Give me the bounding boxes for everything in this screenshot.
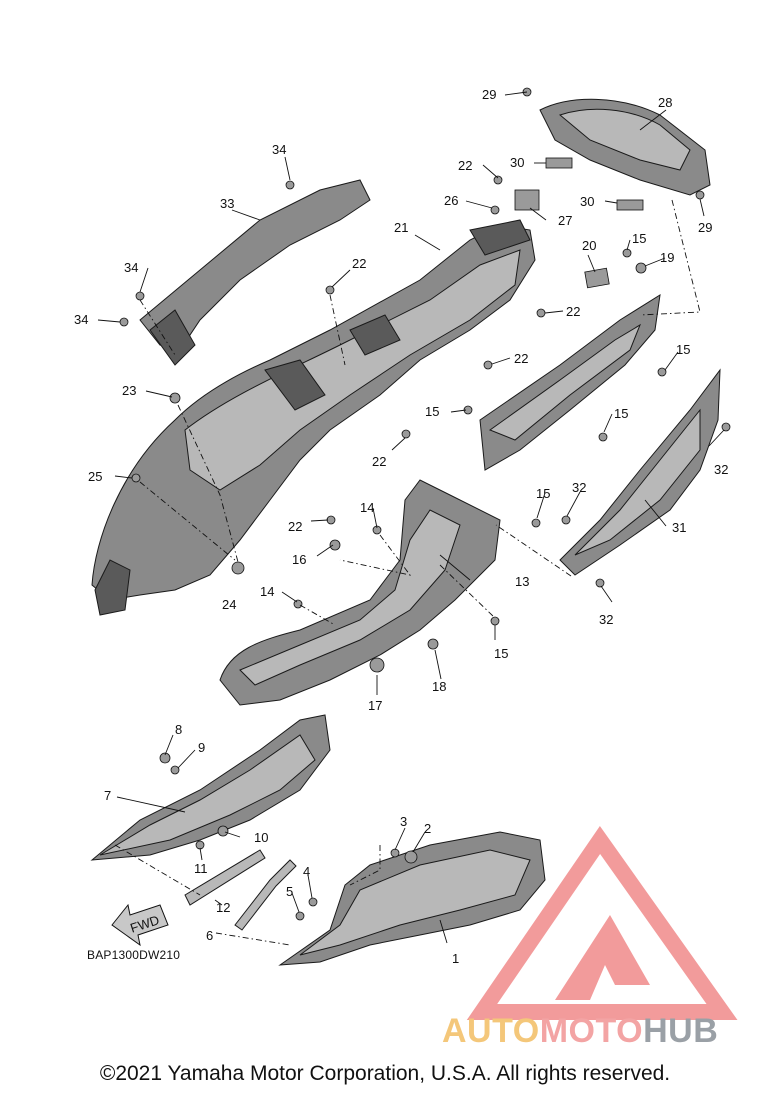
callout-18: 18 bbox=[432, 679, 446, 694]
callout-15: 15 bbox=[676, 342, 690, 357]
callout-25: 25 bbox=[88, 469, 102, 484]
callout-33: 33 bbox=[220, 196, 234, 211]
callout-4: 4 bbox=[303, 864, 310, 879]
callout-26: 26 bbox=[444, 193, 458, 208]
callout-34: 34 bbox=[124, 260, 138, 275]
leader-lines bbox=[97, 91, 725, 946]
callout-19: 19 bbox=[660, 250, 674, 265]
callout-23: 23 bbox=[122, 383, 136, 398]
callout-15: 15 bbox=[632, 231, 646, 246]
callout-22: 22 bbox=[372, 454, 386, 469]
fasteners bbox=[119, 87, 731, 921]
copyright-notice: ©2021 Yamaha Motor Corporation, U.S.A. A… bbox=[99, 1062, 671, 1085]
callout-28: 28 bbox=[658, 95, 672, 110]
callout-22: 22 bbox=[288, 519, 302, 534]
tail-cover-28 bbox=[539, 98, 711, 196]
callout-5: 5 bbox=[286, 884, 293, 899]
callout-22: 22 bbox=[514, 351, 528, 366]
diagram-code: BAP1300DW210 bbox=[87, 948, 181, 962]
callout-29: 29 bbox=[482, 87, 496, 102]
callout-14: 14 bbox=[360, 500, 374, 515]
callout-2: 2 bbox=[424, 821, 431, 836]
front-panel-7 bbox=[90, 714, 331, 861]
watermark-word-auto: AUTO bbox=[442, 1012, 540, 1050]
callout-labels: 29 28 30 30 29 22 26 27 34 33 21 22 34 3… bbox=[74, 87, 728, 966]
callout-22: 22 bbox=[566, 304, 580, 319]
watermark-logo bbox=[466, 826, 738, 1020]
trim-strips bbox=[184, 849, 297, 931]
callout-22: 22 bbox=[352, 256, 366, 271]
grab-bar-cover-33 bbox=[139, 179, 371, 366]
callout-24: 24 bbox=[222, 597, 236, 612]
callout-11: 11 bbox=[194, 861, 208, 876]
callout-32: 32 bbox=[599, 612, 613, 627]
callout-12: 12 bbox=[216, 900, 230, 915]
lower-cover-13 bbox=[219, 479, 501, 706]
callout-31: 31 bbox=[672, 520, 686, 535]
callout-22: 22 bbox=[458, 158, 472, 173]
callout-9: 9 bbox=[198, 740, 205, 755]
callout-14: 14 bbox=[260, 584, 274, 599]
callout-10: 10 bbox=[254, 830, 268, 845]
callout-8: 8 bbox=[175, 722, 182, 737]
callout-15: 15 bbox=[536, 486, 550, 501]
watermark-word-moto: MOTO bbox=[539, 1012, 644, 1050]
side-panel-31 bbox=[559, 368, 721, 576]
watermark-word-hub: HUB bbox=[643, 1012, 719, 1050]
side-rail-cover-19 bbox=[479, 294, 661, 471]
callout-7: 7 bbox=[104, 788, 111, 803]
side-cover-1 bbox=[278, 831, 546, 966]
callout-15: 15 bbox=[614, 406, 628, 421]
callout-27: 27 bbox=[558, 213, 572, 228]
callout-34: 34 bbox=[74, 312, 88, 327]
callout-3: 3 bbox=[400, 814, 407, 829]
callout-32: 32 bbox=[572, 480, 586, 495]
callout-1: 1 bbox=[452, 951, 459, 966]
watermark-wordmark: AUTOMOTOHUB bbox=[442, 1012, 718, 1051]
callout-16: 16 bbox=[292, 552, 306, 567]
callout-30: 30 bbox=[580, 194, 594, 209]
callout-13: 13 bbox=[515, 574, 529, 589]
callout-15: 15 bbox=[494, 646, 508, 661]
callout-6: 6 bbox=[206, 928, 213, 943]
callout-30: 30 bbox=[510, 155, 524, 170]
callout-29: 29 bbox=[698, 220, 712, 235]
callout-17: 17 bbox=[368, 698, 382, 713]
callout-21: 21 bbox=[394, 220, 408, 235]
rear-frame-cover-21 bbox=[91, 219, 536, 616]
fwd-arrow: FWD bbox=[111, 903, 169, 947]
callout-15: 15 bbox=[425, 404, 439, 419]
callout-32: 32 bbox=[714, 462, 728, 477]
callout-34: 34 bbox=[272, 142, 286, 157]
callout-20: 20 bbox=[582, 238, 596, 253]
